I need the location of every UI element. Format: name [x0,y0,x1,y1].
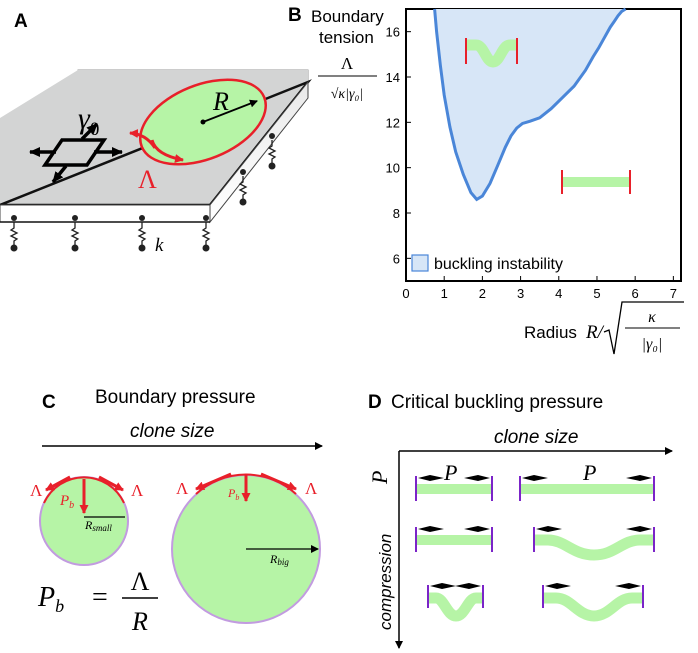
panel-c-label: C [42,392,56,413]
gamma-label: γ0 [78,102,99,140]
spring-anchors [10,133,276,252]
legend-label: buckling instability [434,256,563,273]
big-lambda-right: Λ [305,479,318,498]
panel-d: D Critical buckling pressure clone size … [367,392,673,649]
big-lambda-left: Λ [176,479,189,498]
big-tension-arrow-left [195,472,232,491]
buckled-strip-icon [465,38,518,68]
x-tick-label: 5 [593,286,600,301]
big-tension-arrow-right [260,472,297,491]
y-axis-title-line2: tension [319,28,374,47]
y-tick-label: 14 [386,70,400,85]
y-axis-fraction-denominator: √κ|γ₀| [331,87,363,102]
radius-arrow [202,99,258,123]
tension-symbol [29,122,123,184]
y-axis-fraction-numerator: Λ [341,54,354,73]
panel-d-label: D [368,392,382,413]
y-tick-label: 16 [386,25,400,40]
panel-c-title: Boundary pressure [95,387,256,408]
y-tick-label: 8 [393,206,400,221]
y-tick-label: 10 [386,161,400,176]
formula-denominator: R [131,607,148,636]
formula-lhs: Pb [37,582,64,616]
x-tick-label: 1 [441,286,448,301]
x-axis-fraction-denominator: |γ₀| [642,336,663,353]
small-disc-boundary-arc [43,476,125,504]
flat-strip-icon [561,170,631,194]
legend-swatch [411,254,429,272]
panel-d-title: Critical buckling pressure [391,392,603,413]
small-lambda-right: Λ [131,481,144,500]
strip-short-buckled-3 [427,583,484,622]
sqrt-sign [603,301,684,355]
p-label-left: P [443,460,457,485]
x-tick-label: 7 [670,286,677,301]
panel-d-y-label: compression [376,534,395,630]
lambda-arrow-left [129,129,157,149]
panel-d-x-label: clone size [494,427,579,448]
small-tension-arrow-right [98,475,124,492]
panel-b-label: B [288,5,302,26]
formula-numerator: Λ [131,567,150,596]
x-ticks: 0 1 2 3 4 5 6 7 [402,276,677,301]
x-tick-label: 4 [555,286,562,301]
x-axis-title-word: Radius [524,323,577,342]
strip-long-buckled-2 [533,526,655,561]
small-tension-arrow-left [45,475,71,492]
y-ticks: 6 8 10 12 14 16 [386,25,411,266]
y-tick-label: 6 [393,251,400,266]
x-tick-label: 0 [402,286,409,301]
small-pb-label: Pb [59,493,74,511]
formula-equals: = [92,582,108,613]
p-label-right: P [582,460,596,485]
strip-short-flat-1 [415,475,493,501]
instability-boundary-line [433,7,627,202]
springs [9,140,277,246]
panel-c: C Boundary pressure clone size Λ Λ Pb Rs… [30,387,323,636]
panel-a: A [0,11,312,256]
strip-long-flat-1 [519,475,655,501]
clone-size-label: clone size [130,421,215,442]
radius-label: R [212,87,229,116]
small-lambda-left: Λ [30,481,43,500]
panel-a-label: A [14,11,28,32]
lambda-arrow-right [150,139,184,163]
r-big-label: Rbig [269,552,289,567]
x-tick-label: 2 [479,286,486,301]
x-tick-label: 3 [517,286,524,301]
lambda-label: Λ [138,165,157,194]
r-small-label: Rsmall [84,518,112,533]
x-axis-fraction-numerator: κ [648,309,656,326]
x-axis-title-math: R/ [585,322,605,343]
spring-constant-label: k [155,235,164,256]
panel-d-p-axis-label: P [367,471,392,485]
strip-short-flat-2 [415,526,493,552]
y-tick-label: 12 [386,115,400,130]
y-axis-title-line1: Boundary [311,7,384,26]
x-tick-label: 6 [632,286,639,301]
strip-long-buckled-3 [542,583,644,622]
big-pb-label: Pb [227,486,239,502]
